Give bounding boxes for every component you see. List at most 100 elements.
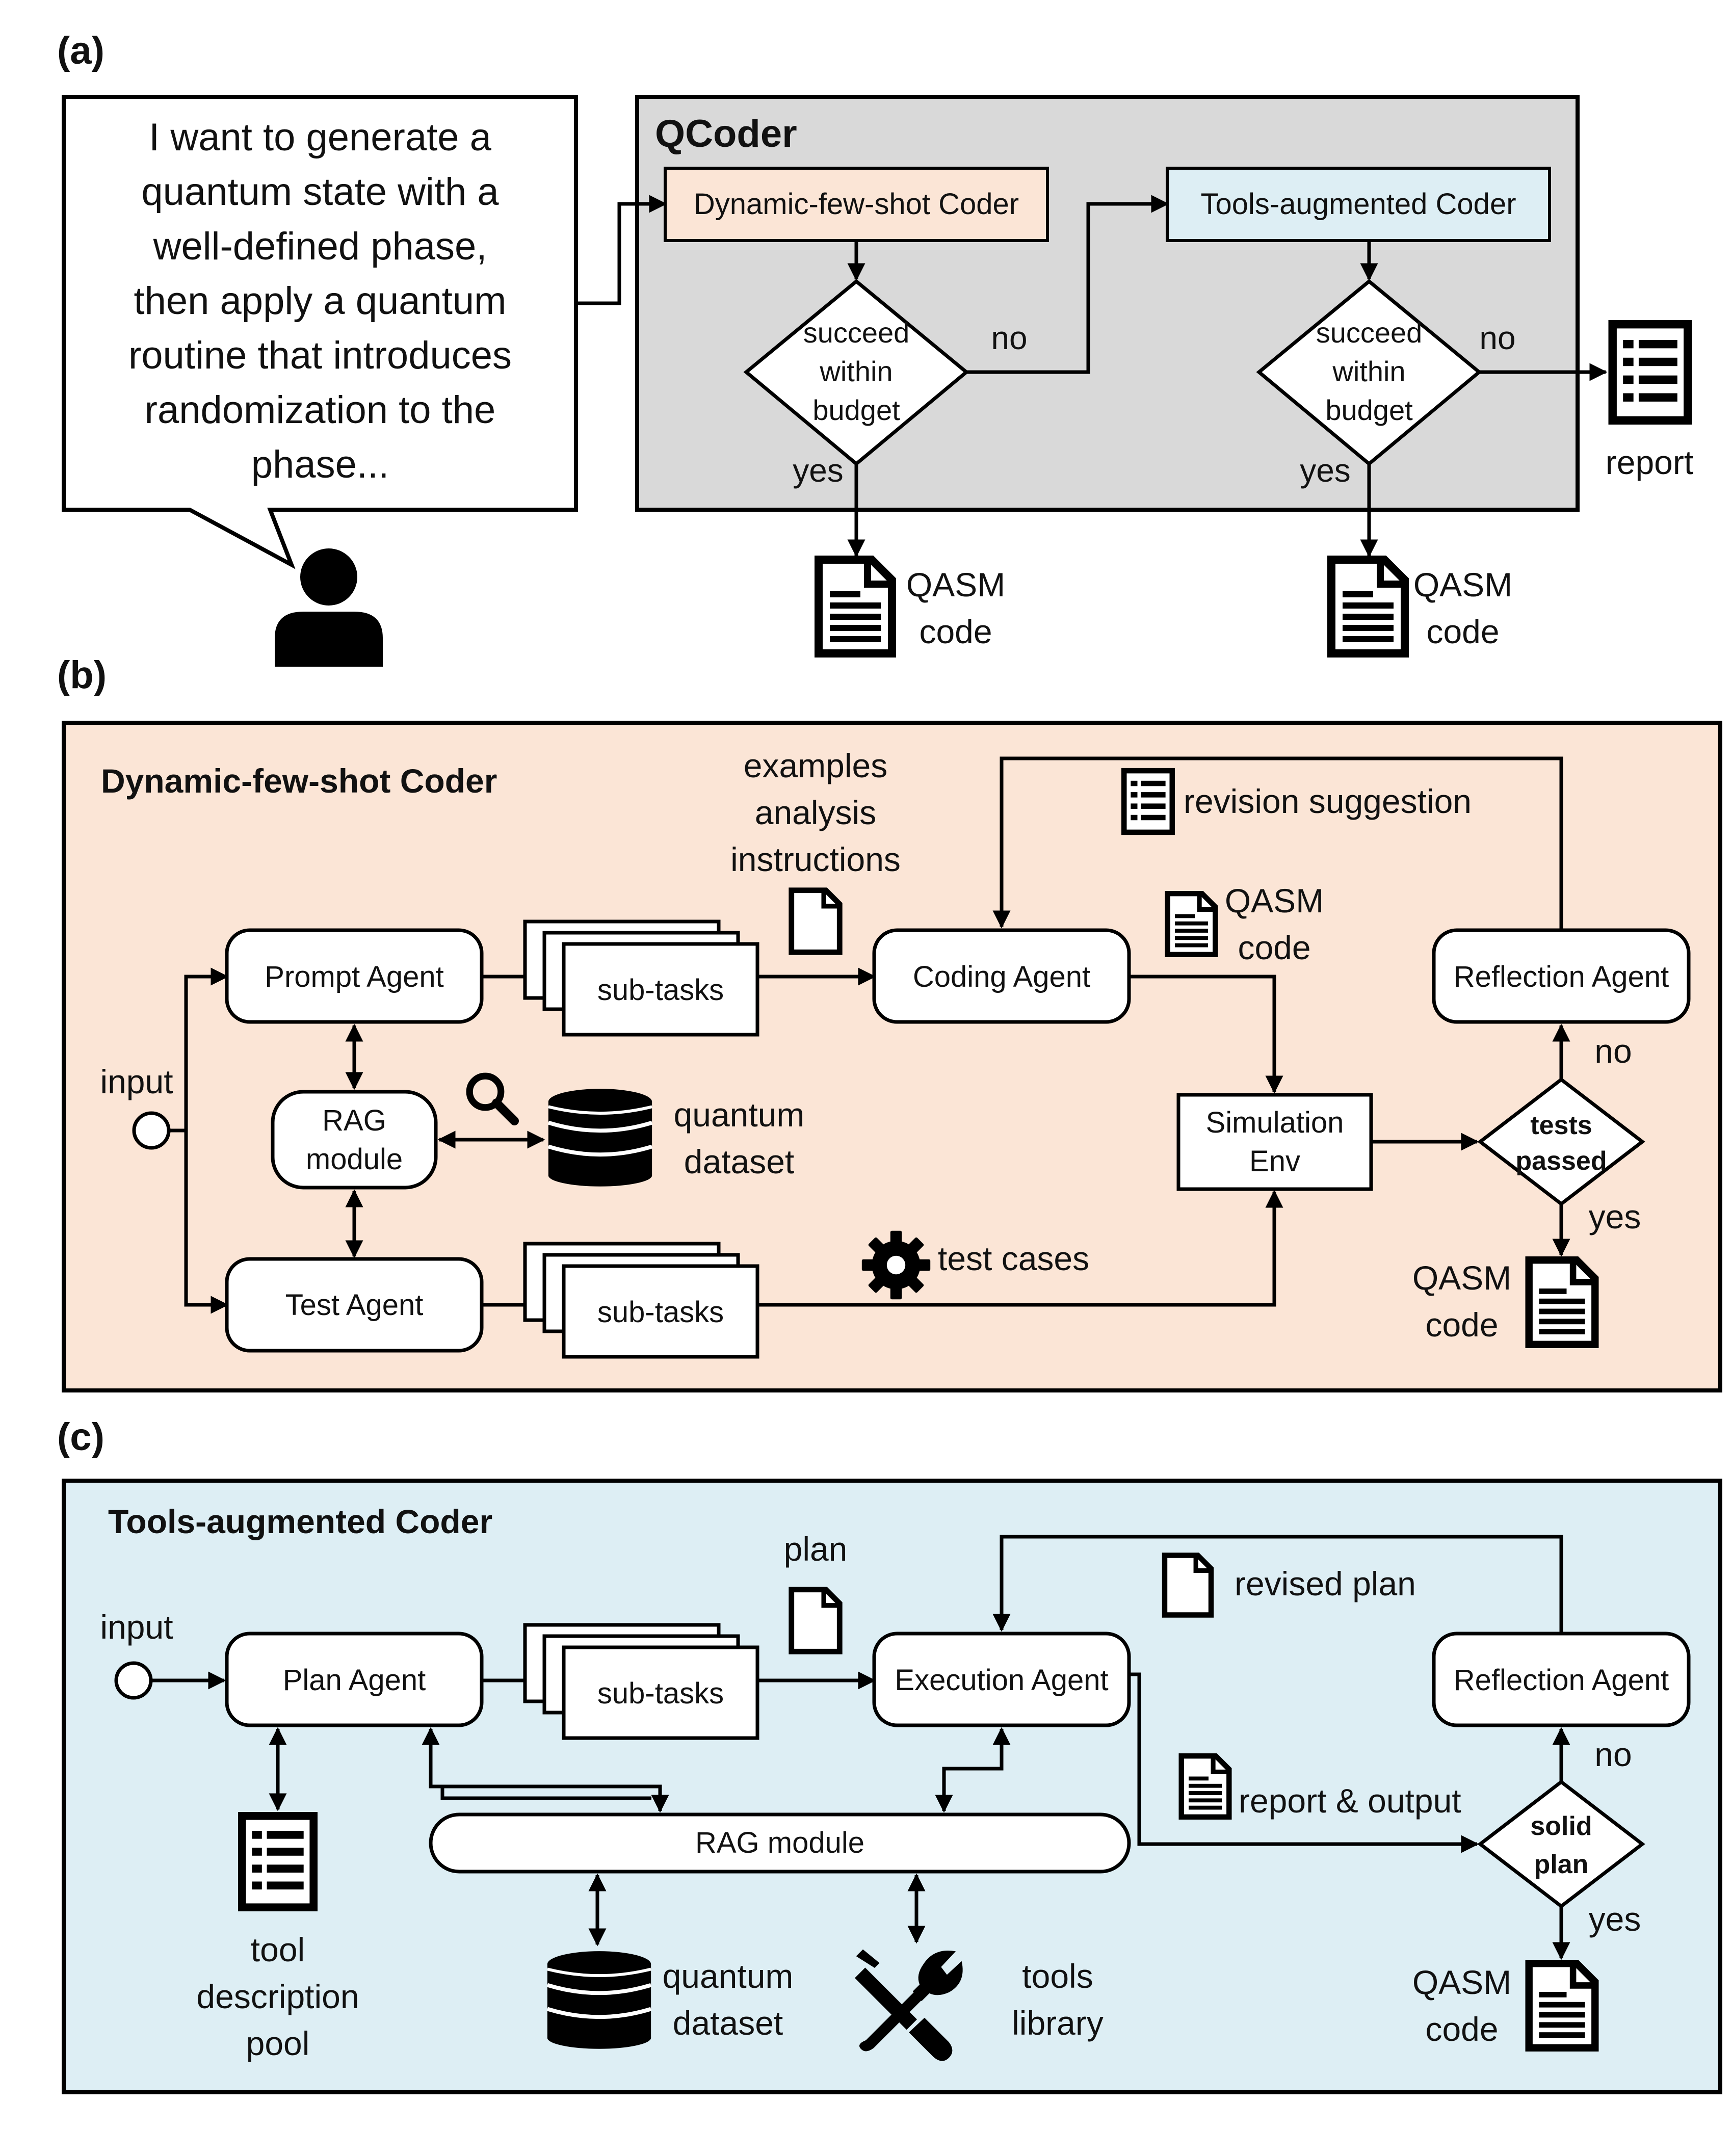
speech-line: I want to generate a: [149, 116, 492, 159]
no-label-2: no: [1479, 320, 1515, 356]
report-doc-icon: [1182, 1756, 1229, 1817]
qasm-label: QASM: [1412, 1259, 1511, 1297]
passed-label: passed: [1515, 1146, 1607, 1176]
decision-line: budget: [1325, 394, 1413, 426]
quantum-label: quantum: [663, 1957, 794, 1995]
plan-label: plan: [784, 1530, 848, 1568]
examples-label: examples: [744, 747, 887, 784]
qasm-doc-icon: [1168, 893, 1216, 955]
decision-2-text: succeed within budget: [1316, 317, 1423, 426]
input-label: input: [100, 1608, 173, 1646]
no-label: no: [1594, 1032, 1632, 1070]
execution-agent-label: Execution Agent: [895, 1664, 1108, 1697]
report-output-label: report & output: [1239, 1782, 1461, 1820]
description-label: description: [196, 1978, 359, 2015]
speech-line: phase...: [251, 443, 389, 486]
report-icon: [1613, 324, 1688, 420]
dynamic-few-shot-coder-label: Dynamic-few-shot Coder: [694, 188, 1019, 221]
tests-label: tests: [1530, 1111, 1592, 1140]
qasm-doc-icon: [1529, 1260, 1595, 1345]
quantum-label: quantum: [674, 1096, 805, 1134]
qasm-doc-icon: [1331, 560, 1405, 653]
speech-bubble: [62, 95, 578, 569]
rag-label: RAG: [322, 1104, 386, 1137]
revised-plan-label: revised plan: [1235, 1565, 1416, 1602]
tools-augmented-coder-box: [1166, 167, 1551, 242]
yes-label: yes: [1589, 1198, 1641, 1235]
pool-label: pool: [246, 2024, 310, 2062]
speech-text: I want to generate a quantum state with …: [128, 116, 512, 486]
rag-module-bar: [429, 1812, 1131, 1874]
no-arrow-1: [966, 195, 1169, 374]
solid-label: solid: [1530, 1811, 1592, 1841]
speech-line: randomization to the: [145, 388, 496, 432]
document-icon: [792, 890, 840, 953]
tool-label: tool: [251, 1931, 305, 1968]
rag-module-label: RAG module: [695, 1826, 864, 1859]
qasm-label: QASM: [1412, 1963, 1511, 2001]
no-label: no: [1594, 1736, 1632, 1773]
coding-agent-label: Coding Agent: [913, 960, 1090, 993]
sub-tasks-label: sub-tasks: [597, 1677, 724, 1710]
execution-agent-box: [872, 1632, 1131, 1727]
decision-line: budget: [812, 394, 900, 426]
reflection-agent-label: Reflection Agent: [1454, 1664, 1669, 1697]
tool-pool-icon: [242, 1816, 313, 1907]
sub-tasks-label: sub-tasks: [597, 1296, 724, 1329]
rag-module-box: [271, 1090, 438, 1190]
database-icon: [547, 1951, 651, 2049]
analysis-label: analysis: [755, 794, 876, 831]
library-label: library: [1012, 2004, 1104, 2042]
panel-b-title: Dynamic-few-shot Coder: [101, 762, 497, 800]
prompt-agent-label: Prompt Agent: [265, 960, 443, 993]
report-label: report: [1606, 443, 1693, 481]
plan-word-label: plan: [1534, 1850, 1589, 1879]
code-label: code: [1425, 1306, 1498, 1344]
code-label: code: [1426, 613, 1499, 650]
speech-line: then apply a quantum: [134, 279, 507, 323]
decision-line: succeed: [803, 317, 910, 349]
sub-tasks-label: sub-tasks: [597, 974, 724, 1007]
decision-1-text: succeed within budget: [803, 317, 910, 426]
panel-b-label: (b): [57, 653, 107, 697]
input-label: input: [100, 1063, 173, 1100]
module-label: module: [306, 1143, 403, 1176]
reflection-agent-box: [1432, 928, 1691, 1024]
speech-line: quantum state with a: [141, 170, 499, 214]
gear-icon: [861, 1230, 931, 1300]
yes-label-2: yes: [1300, 452, 1351, 489]
dataset-label: dataset: [673, 2004, 783, 2042]
tools-augmented-panel: [62, 1479, 1722, 2094]
decision-line: within: [1332, 355, 1405, 387]
sub-tasks-stack: [562, 1645, 759, 1740]
qasm-doc-icon: [1529, 1963, 1595, 2048]
qasm-label: QASM: [906, 566, 1005, 603]
database-icon: [548, 1089, 652, 1187]
qcoder-title: QCoder: [655, 112, 797, 155]
reflection-agent-label: Reflection Agent: [1454, 960, 1669, 993]
code-label: code: [1425, 2010, 1498, 2048]
qcoder-panel: [635, 95, 1580, 512]
instructions-label: instructions: [730, 840, 901, 878]
qasm-label: QASM: [1225, 882, 1324, 919]
dataset-label: dataset: [684, 1143, 795, 1180]
decision-line: within: [819, 355, 893, 387]
test-cases-label: test cases: [938, 1240, 1089, 1277]
simulation-label: Simulation: [1206, 1106, 1344, 1139]
yes-label: yes: [1589, 1900, 1641, 1938]
input-node: [114, 1661, 153, 1700]
sub-tasks-stack: [562, 942, 759, 1037]
revision-label: revision suggestion: [1184, 782, 1472, 820]
test-agent-label: Test Agent: [285, 1289, 424, 1322]
panel-c-label: (c): [57, 1415, 104, 1459]
plan-agent-label: Plan Agent: [283, 1664, 426, 1697]
speech-line: well-defined phase,: [153, 225, 487, 268]
checklist-icon: [1124, 771, 1172, 832]
reflection-agent-box: [1432, 1632, 1691, 1727]
env-label: Env: [1249, 1145, 1300, 1178]
decision-line: succeed: [1316, 317, 1423, 349]
qasm-label: QASM: [1413, 566, 1512, 603]
document-icon: [792, 1590, 840, 1652]
input-node: [132, 1111, 171, 1150]
